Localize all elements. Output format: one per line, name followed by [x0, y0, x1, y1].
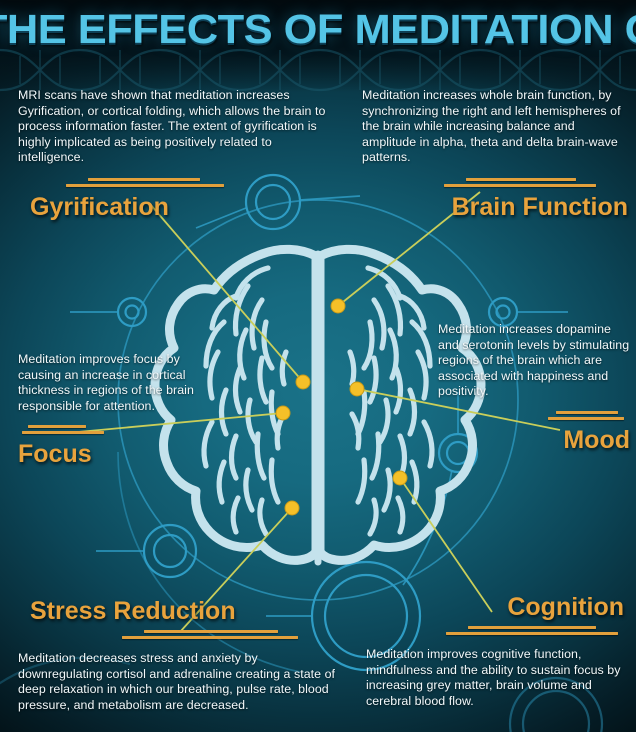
poster-title: THE EFFECTS OF MEDITATION ON THE BRAIN	[0, 6, 636, 52]
leader-cognition	[399, 477, 493, 613]
leader-mood	[356, 388, 561, 431]
section-cognition: Cognition Meditation improves cognitive …	[366, 594, 628, 710]
section-cognition-rules	[446, 626, 622, 637]
brain-left-hemisphere	[150, 244, 321, 565]
section-brain-function: Meditation increases whole brain functio…	[362, 88, 628, 220]
leader-gyrification	[149, 203, 304, 383]
section-focus-label: Focus	[18, 440, 92, 469]
section-stress-reduction-label: Stress Reduction	[30, 597, 236, 625]
node-dot-mood	[349, 381, 365, 397]
top-dark-band	[0, 0, 636, 92]
dna-helix-background	[0, 48, 636, 92]
section-gyrification-text: MRI scans have shown that meditation inc…	[18, 88, 326, 165]
brain-right-hemisphere	[315, 244, 486, 565]
node-dot-cognition	[392, 470, 408, 486]
section-focus-rules	[22, 425, 114, 436]
section-gyrification-rules	[66, 177, 246, 189]
leader-stress-reduction	[179, 507, 293, 633]
section-cognition-label: Cognition	[507, 593, 624, 621]
section-gyrification-label: Gyrification	[30, 192, 169, 221]
section-stress-reduction-text: Meditation decreases stress and anxiety …	[18, 651, 335, 713]
section-focus-text: Meditation improves focus by causing an …	[18, 352, 194, 413]
section-cognition-text: Meditation improves cognitive function, …	[366, 647, 621, 709]
node-dot-focus	[275, 405, 291, 421]
section-brain-function-text: Meditation increases whole brain functio…	[362, 88, 621, 165]
leader-brain-function	[337, 191, 481, 307]
section-mood-rules	[548, 410, 630, 422]
node-dot-stress-reduction	[284, 500, 300, 516]
leader-focus	[77, 412, 284, 433]
section-focus: Meditation improves focus by causing an …	[18, 352, 226, 468]
section-gyrification: MRI scans have shown that meditation inc…	[18, 88, 338, 220]
section-brain-function-rules	[444, 177, 614, 189]
node-dots	[275, 298, 408, 516]
section-brain-function-label: Brain Function	[451, 192, 628, 221]
section-mood-text: Meditation increases dopamine and seroto…	[438, 322, 630, 399]
node-dot-gyrification	[295, 374, 311, 390]
section-mood-label: Mood	[563, 425, 630, 454]
section-stress-reduction: Stress Reduction Meditation decreases st…	[18, 598, 336, 714]
section-mood: Meditation increases dopamine and seroto…	[438, 322, 630, 453]
node-dot-brain-function	[330, 298, 346, 314]
section-stress-reduction-rules	[122, 630, 300, 641]
